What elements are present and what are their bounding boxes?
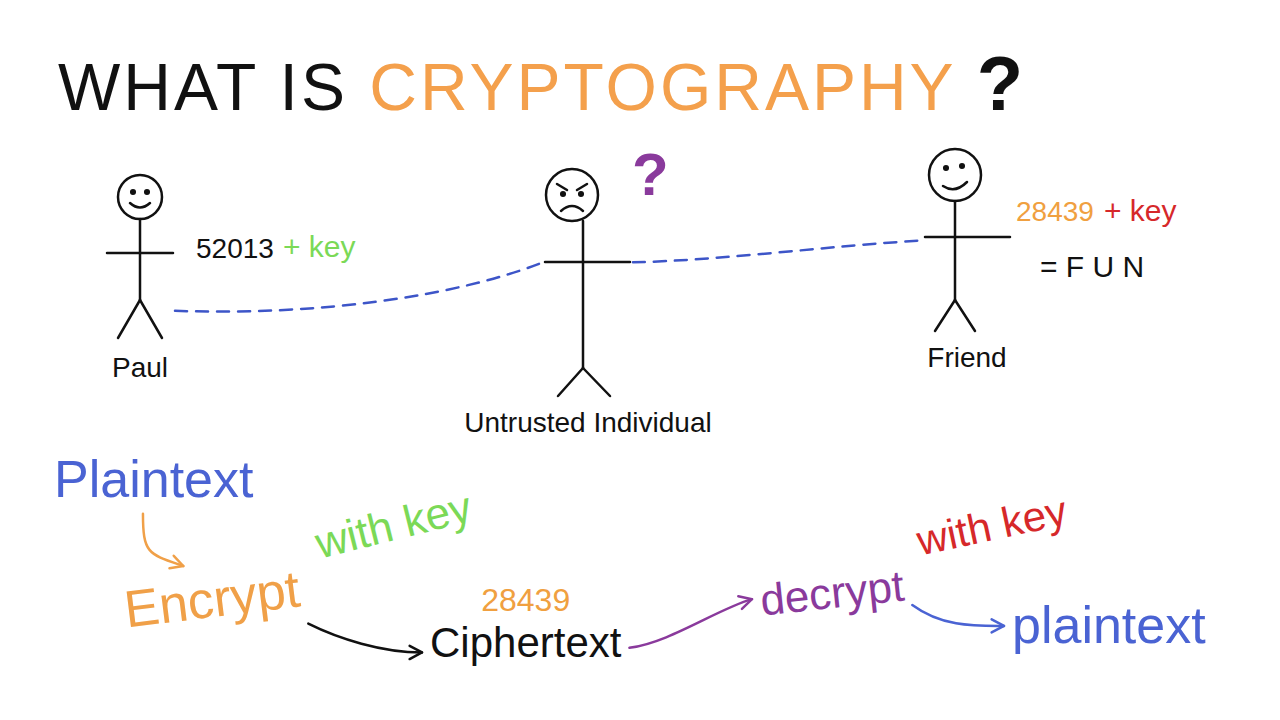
flow-step: Encryptwith key [116,566,308,634]
flow-arrow [308,624,422,653]
title-word: ? [977,41,1026,126]
title-word: CRYPTOGRAPHY [369,50,955,124]
flow-arrow [912,605,1004,626]
figure-leg [140,300,162,338]
figure-head [118,175,162,219]
figure-smirk [943,182,967,189]
figure-body [139,219,142,300]
title-word: WHAT [58,50,258,124]
title-word: IS [280,50,348,124]
figure-leg [118,300,140,338]
key-note: + key [283,230,356,265]
figure-arms [925,236,1010,239]
flow-step: plaintext [1004,592,1214,660]
step-note: with key [311,482,477,570]
arrow-head [169,556,183,568]
arrow-head [410,646,422,659]
flow-step: Plaintext [46,446,261,514]
question-mark: ? [632,140,669,209]
figure-leg [935,300,955,331]
person-name: Paul [112,352,168,384]
figure-eye [131,190,135,194]
ciphertext-number: 28439 [430,582,621,619]
figure-eye [145,190,149,194]
title: WHAT IS CRYPTOGRAPHY ? [58,38,1026,129]
person-figure: Friend [922,148,1012,333]
figure-head [546,169,598,221]
step-note: with key [913,487,1071,566]
channel-line [175,262,543,311]
figure-body [954,201,957,300]
number-text: 28439 [1016,196,1094,228]
person-name: Untrusted Individual [464,407,711,439]
step-text: Encrypt [121,559,303,640]
figure-body [582,221,585,368]
figure-leg [558,368,583,396]
channel-line [633,241,922,263]
figure-brow [577,184,587,190]
flow-arrow [629,599,752,648]
arrow-head [738,596,752,609]
key-note: + key [1104,194,1177,229]
figure-arms [545,261,630,264]
flow-step: decryptwith key [752,564,912,623]
result-text: = F U N [1040,250,1144,285]
person-name: Friend [927,342,1006,374]
figure-eye [960,164,964,168]
untrusted-figure [545,169,630,396]
arrow-head [992,619,1004,632]
figure-arms [107,252,173,255]
step-text: decrypt [758,561,907,626]
figure-smile [130,203,150,208]
step-text: Plaintext [54,450,253,510]
number-text: 52013 [196,233,274,265]
figure-head [929,149,981,201]
friend-figure [925,149,1010,331]
flow-step: 28439Ciphertext [422,578,629,671]
figure-eye [944,166,948,170]
person-figure: Paul [105,168,175,340]
paul-figure [107,175,173,338]
figure-leg [955,300,975,331]
figure-frown [561,206,583,211]
figure-eye [561,192,565,196]
step-text: Ciphertext [430,619,621,667]
person-figure: Untrusted Individual [543,168,633,398]
figure-leg [583,368,610,396]
figure-brow [557,184,567,190]
figure-eye [579,192,583,196]
step-text: plaintext [1012,596,1206,656]
